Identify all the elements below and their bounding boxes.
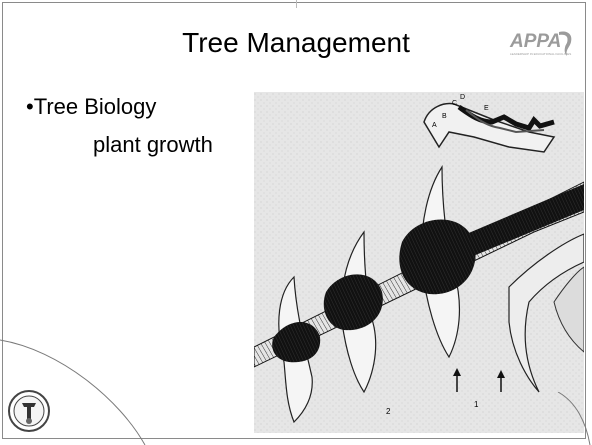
corner-right-decoration: [556, 392, 592, 445]
appa-logo-tagline: LEADERSHIP IN EDUCATIONAL FACILITIES: [510, 52, 571, 56]
label-d: D: [460, 94, 465, 101]
label-b: B: [442, 113, 447, 120]
label-e: E: [484, 105, 489, 112]
bullet-plant-growth: plant growth: [93, 132, 213, 158]
divider-line: [296, 0, 297, 8]
tree-growth-illustration: A B C D E 1 2: [254, 92, 584, 433]
bullet-tree-biology: •Tree Biology: [26, 94, 156, 120]
label-a: A: [432, 122, 437, 129]
appa-logo: APPA LEADERSHIP IN EDUCATIONAL FACILITIE…: [507, 28, 577, 62]
institution-seal-icon: [7, 389, 51, 433]
appa-logo-text: APPA: [509, 31, 561, 52]
slide-title: Tree Management: [0, 26, 592, 60]
label-c: C: [452, 100, 457, 107]
label-2: 2: [386, 407, 391, 416]
label-1: 1: [474, 400, 479, 409]
